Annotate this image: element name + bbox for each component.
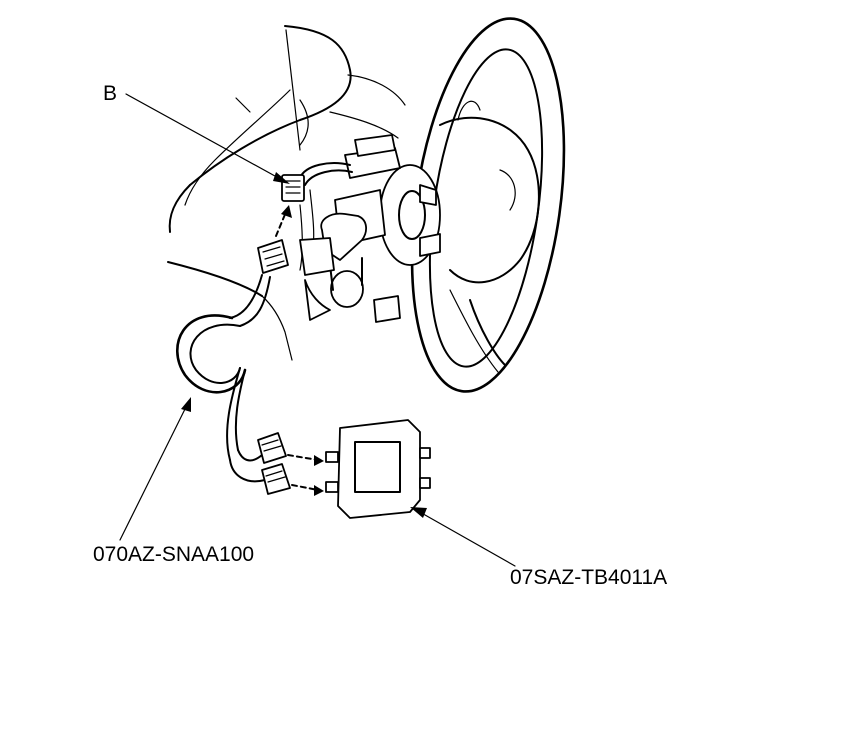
simulator-box xyxy=(325,419,431,519)
callout-harness-tool-label: 070AZ-SNAA100 xyxy=(93,543,255,566)
harness-tool xyxy=(176,239,291,495)
callout-simulator-tool-label: 07SAZ-TB4011A xyxy=(510,566,668,589)
steering-column xyxy=(299,134,441,323)
callout-b-label: B xyxy=(103,82,118,105)
leader-lines xyxy=(119,93,516,567)
connection-arrows xyxy=(275,205,324,496)
connector-b xyxy=(281,162,353,202)
dashboard-outline xyxy=(167,25,406,361)
